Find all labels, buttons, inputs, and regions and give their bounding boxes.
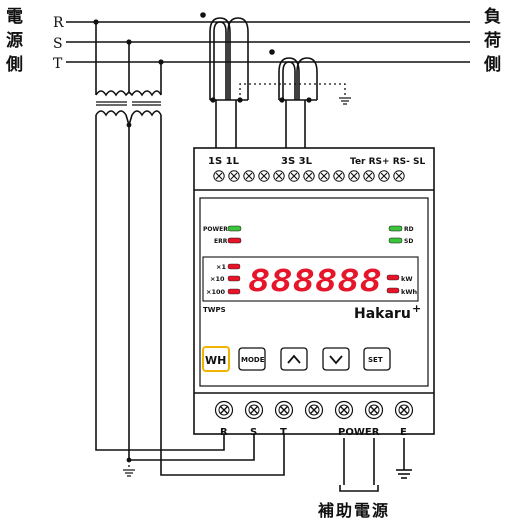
load-side-char-1: 負 — [484, 7, 501, 27]
ct1-terminal-label: 1S 1L — [208, 156, 240, 167]
terminal-t-label: T — [280, 427, 287, 438]
aux-power-label: 補助電源 — [317, 501, 390, 520]
wh-button-label: WH — [205, 354, 226, 367]
unit-kwh-label: kWh — [401, 288, 417, 296]
down-button[interactable] — [322, 347, 350, 371]
led-power — [227, 225, 242, 232]
mult-x10-label: ×10 — [210, 275, 225, 283]
chevron-down-icon — [329, 355, 343, 365]
chevron-up-icon — [287, 354, 301, 364]
led-rd-label: RD — [404, 226, 414, 233]
led-sd-label: SD — [404, 238, 413, 245]
load-side-char-2: 荷 — [484, 30, 501, 51]
led-power-label: POWER — [203, 226, 228, 233]
phase-label-r: R — [53, 15, 64, 31]
mode-button[interactable]: MODE — [238, 347, 266, 371]
bottom-terminal-block — [214, 400, 414, 420]
set-button[interactable]: SET — [363, 347, 391, 371]
unit-kw-label: kW — [401, 275, 413, 283]
wh-button[interactable]: WH — [202, 346, 230, 372]
set-button-label: SET — [368, 356, 383, 364]
vt2-primary-coil — [128, 90, 162, 97]
source-side-char-3: 側 — [5, 54, 23, 75]
vt1-primary-coil — [95, 90, 130, 97]
brand-logo: Hakaru — [354, 306, 411, 322]
terminal-power-label: POWER — [338, 427, 380, 438]
mult-x100-led — [227, 288, 241, 295]
unit-kw-led — [386, 274, 400, 281]
vt2-secondary-coil — [128, 110, 162, 126]
phase-label-s: S — [53, 36, 63, 52]
vt1-secondary-coil — [95, 110, 130, 126]
mode-button-label: MODE — [241, 356, 265, 364]
phase-label-t: T — [53, 56, 63, 72]
led-sd — [388, 237, 403, 244]
source-side-char-2: 源 — [6, 30, 23, 51]
seven-segment-display: 888888 — [248, 264, 382, 299]
brand-mark: + — [412, 302, 421, 315]
ct3-terminal-label: 3S 3L — [281, 156, 313, 167]
led-rd — [388, 225, 403, 232]
ct3-core — [278, 57, 300, 100]
comm-terminal-label: Ter RS+ RS- SL — [350, 157, 425, 167]
up-button[interactable] — [280, 347, 308, 371]
aux-power-bracket — [339, 485, 379, 492]
terminal-s-label: S — [250, 427, 257, 438]
top-terminal-block — [213, 170, 405, 182]
ct1-core — [209, 17, 231, 100]
mult-x100-label: ×100 — [206, 288, 225, 296]
mult-x1-led — [227, 263, 241, 270]
source-side-char-1: 電 — [6, 7, 23, 27]
terminal-e-label: E — [400, 427, 407, 438]
led-err — [227, 237, 242, 244]
mult-x1-label: ×1 — [216, 263, 226, 271]
load-side-char-3: 側 — [483, 54, 501, 75]
unit-kwh-led — [386, 287, 400, 294]
terminal-r-label: R — [220, 427, 228, 438]
mult-x10-led — [227, 275, 241, 282]
led-err-label: ERR — [214, 238, 228, 245]
model-label: TWPS — [203, 306, 226, 314]
